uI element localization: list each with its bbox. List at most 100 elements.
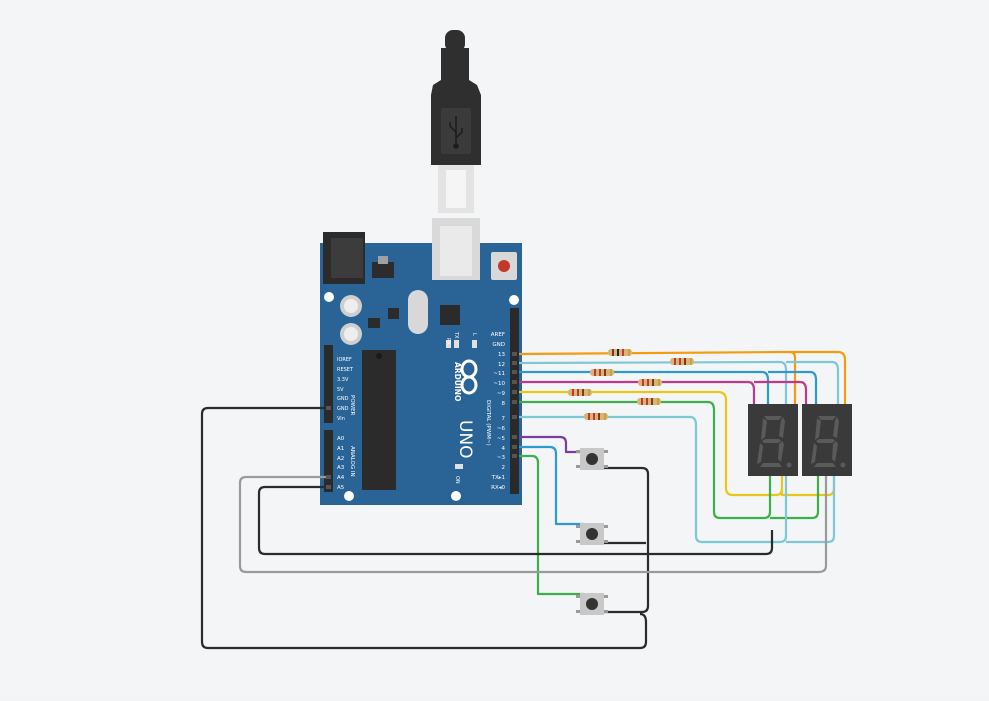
small-chip-2 xyxy=(368,318,380,328)
wire-a5[interactable] xyxy=(257,485,774,556)
wire-pin13-b[interactable] xyxy=(790,350,847,405)
pushbutton-1[interactable] xyxy=(576,448,608,470)
pin-label-tx1: TX▸1 xyxy=(491,475,505,481)
l-led-label: L xyxy=(471,333,477,336)
pin-label-a1: A1 xyxy=(337,446,344,452)
small-chip xyxy=(388,308,399,319)
pin-label-12: 12 xyxy=(498,362,505,368)
pin-label-5v: 5V xyxy=(337,387,344,393)
resistor-5[interactable] xyxy=(568,389,592,396)
crystal-oscillator xyxy=(408,290,428,334)
regulator-tab xyxy=(378,256,388,264)
dc-jack-inner xyxy=(331,238,363,278)
resistor-4[interactable] xyxy=(638,379,662,386)
wire-a4[interactable] xyxy=(238,475,828,574)
pin-label-a4: A4 xyxy=(337,475,345,481)
pushbutton-2[interactable] xyxy=(576,523,608,545)
power-pin-header xyxy=(324,345,333,423)
capacitor-2-top xyxy=(344,327,358,341)
wire-button-common[interactable] xyxy=(600,466,650,614)
rx-led-label: RX xyxy=(445,338,451,345)
wire-pin12[interactable] xyxy=(518,360,788,405)
pin-label-3: ~3 xyxy=(497,455,506,461)
pin-label-gnd-1: GND xyxy=(337,396,349,402)
usb-symbol-icon xyxy=(449,116,463,149)
analog-pin-labels: A0 A1 A2 A3 A4 A5 xyxy=(337,436,345,491)
pin-label-7: 7 xyxy=(502,416,506,422)
mounting-hole xyxy=(344,491,354,501)
digital-header-label: DIGITAL (PWM~) xyxy=(485,400,491,446)
resistor-6[interactable] xyxy=(637,398,661,405)
pin-label-9: ~9 xyxy=(497,391,506,397)
usb-interface-chip xyxy=(440,305,460,325)
mounting-hole xyxy=(509,295,519,305)
usb-b-cable-icon[interactable] xyxy=(431,30,481,213)
pin-label-gnd: GND xyxy=(492,342,505,348)
reset-button[interactable] xyxy=(491,252,517,280)
mounting-hole xyxy=(324,292,334,302)
pin-label-13: 13 xyxy=(498,352,505,358)
on-led-label: ON xyxy=(454,476,460,484)
wire-pin3[interactable] xyxy=(519,454,584,596)
wire-pin11-b[interactable] xyxy=(768,370,818,405)
pin-label-11: ~11 xyxy=(493,371,505,377)
wire-pin10[interactable] xyxy=(519,380,756,405)
pin-label-aref: AREF xyxy=(491,332,505,338)
voltage-regulator xyxy=(372,262,394,278)
pin-label-4: 4 xyxy=(502,446,506,452)
tx-led-label: TX xyxy=(453,331,459,339)
usb-plug-metal-inner xyxy=(446,170,466,208)
wire-pin12-b[interactable] xyxy=(786,360,840,405)
analog-pin-header xyxy=(324,430,333,492)
pin-label-2: 2 xyxy=(502,465,506,471)
on-led xyxy=(455,464,463,469)
resistor-1[interactable] xyxy=(608,349,632,356)
wire-pin8-b[interactable] xyxy=(770,476,820,520)
pin-label-vin: Vin xyxy=(337,416,345,422)
pin-label-8: 8 xyxy=(502,401,506,407)
pushbutton-3[interactable] xyxy=(576,593,608,615)
usb-b-port-inner xyxy=(440,226,472,276)
pin-label-ioref: IOREF xyxy=(337,357,352,363)
power-header-label: POWER xyxy=(349,395,355,416)
cable-strain-relief xyxy=(445,30,465,52)
chip-notch xyxy=(376,353,382,359)
resistor-2[interactable] xyxy=(670,358,694,365)
tx-led xyxy=(454,340,459,348)
resistor-7[interactable] xyxy=(584,413,608,420)
seven-segment-display-1[interactable] xyxy=(748,404,798,476)
wire-pin8[interactable] xyxy=(519,400,772,520)
pin-sockets xyxy=(326,352,517,489)
pin-label-rx0: RX◂0 xyxy=(491,485,505,491)
arduino-uno-board[interactable]: RX TX L ARDUINO UNO ON DIGITAL (PWM~) AR… xyxy=(320,218,522,505)
wire-pin11[interactable] xyxy=(519,370,770,405)
pin-label-reset: RESET xyxy=(337,367,354,373)
l-led xyxy=(472,340,477,348)
mounting-hole xyxy=(451,491,461,501)
pin-label-3v3: 3.3V xyxy=(337,377,349,383)
analog-header-label: ANALOG IN xyxy=(349,446,355,477)
atmega-chip xyxy=(362,350,396,490)
capacitor-1-top xyxy=(344,299,358,313)
wire-pin10-b[interactable] xyxy=(754,380,808,405)
pin-label-gnd-2: GND xyxy=(337,406,349,412)
power-pin-labels: IOREF RESET 3.3V 5V GND GND Vin xyxy=(337,357,354,422)
wire-pin7[interactable] xyxy=(519,415,788,544)
wire-pin7-b[interactable] xyxy=(786,476,836,544)
pin-label-a3: A3 xyxy=(337,465,345,471)
wires xyxy=(200,350,847,650)
pin-label-6: ~6 xyxy=(497,426,506,432)
digital-pin-labels: AREF GND 13 12 ~11 ~10 ~9 8 7 ~6 ~5 4 ~3… xyxy=(491,332,506,491)
wire-pin9[interactable] xyxy=(519,390,784,497)
segments xyxy=(811,416,846,468)
resistors xyxy=(568,349,694,420)
board-model-label: UNO xyxy=(455,420,475,459)
wire-pin4[interactable] xyxy=(519,445,584,526)
seven-segment-display-2[interactable] xyxy=(802,404,852,476)
brand-label: ARDUINO xyxy=(453,362,462,401)
resistor-3[interactable] xyxy=(590,369,614,376)
wire-pin5[interactable] xyxy=(519,435,584,454)
wire-gnd[interactable] xyxy=(200,406,648,650)
